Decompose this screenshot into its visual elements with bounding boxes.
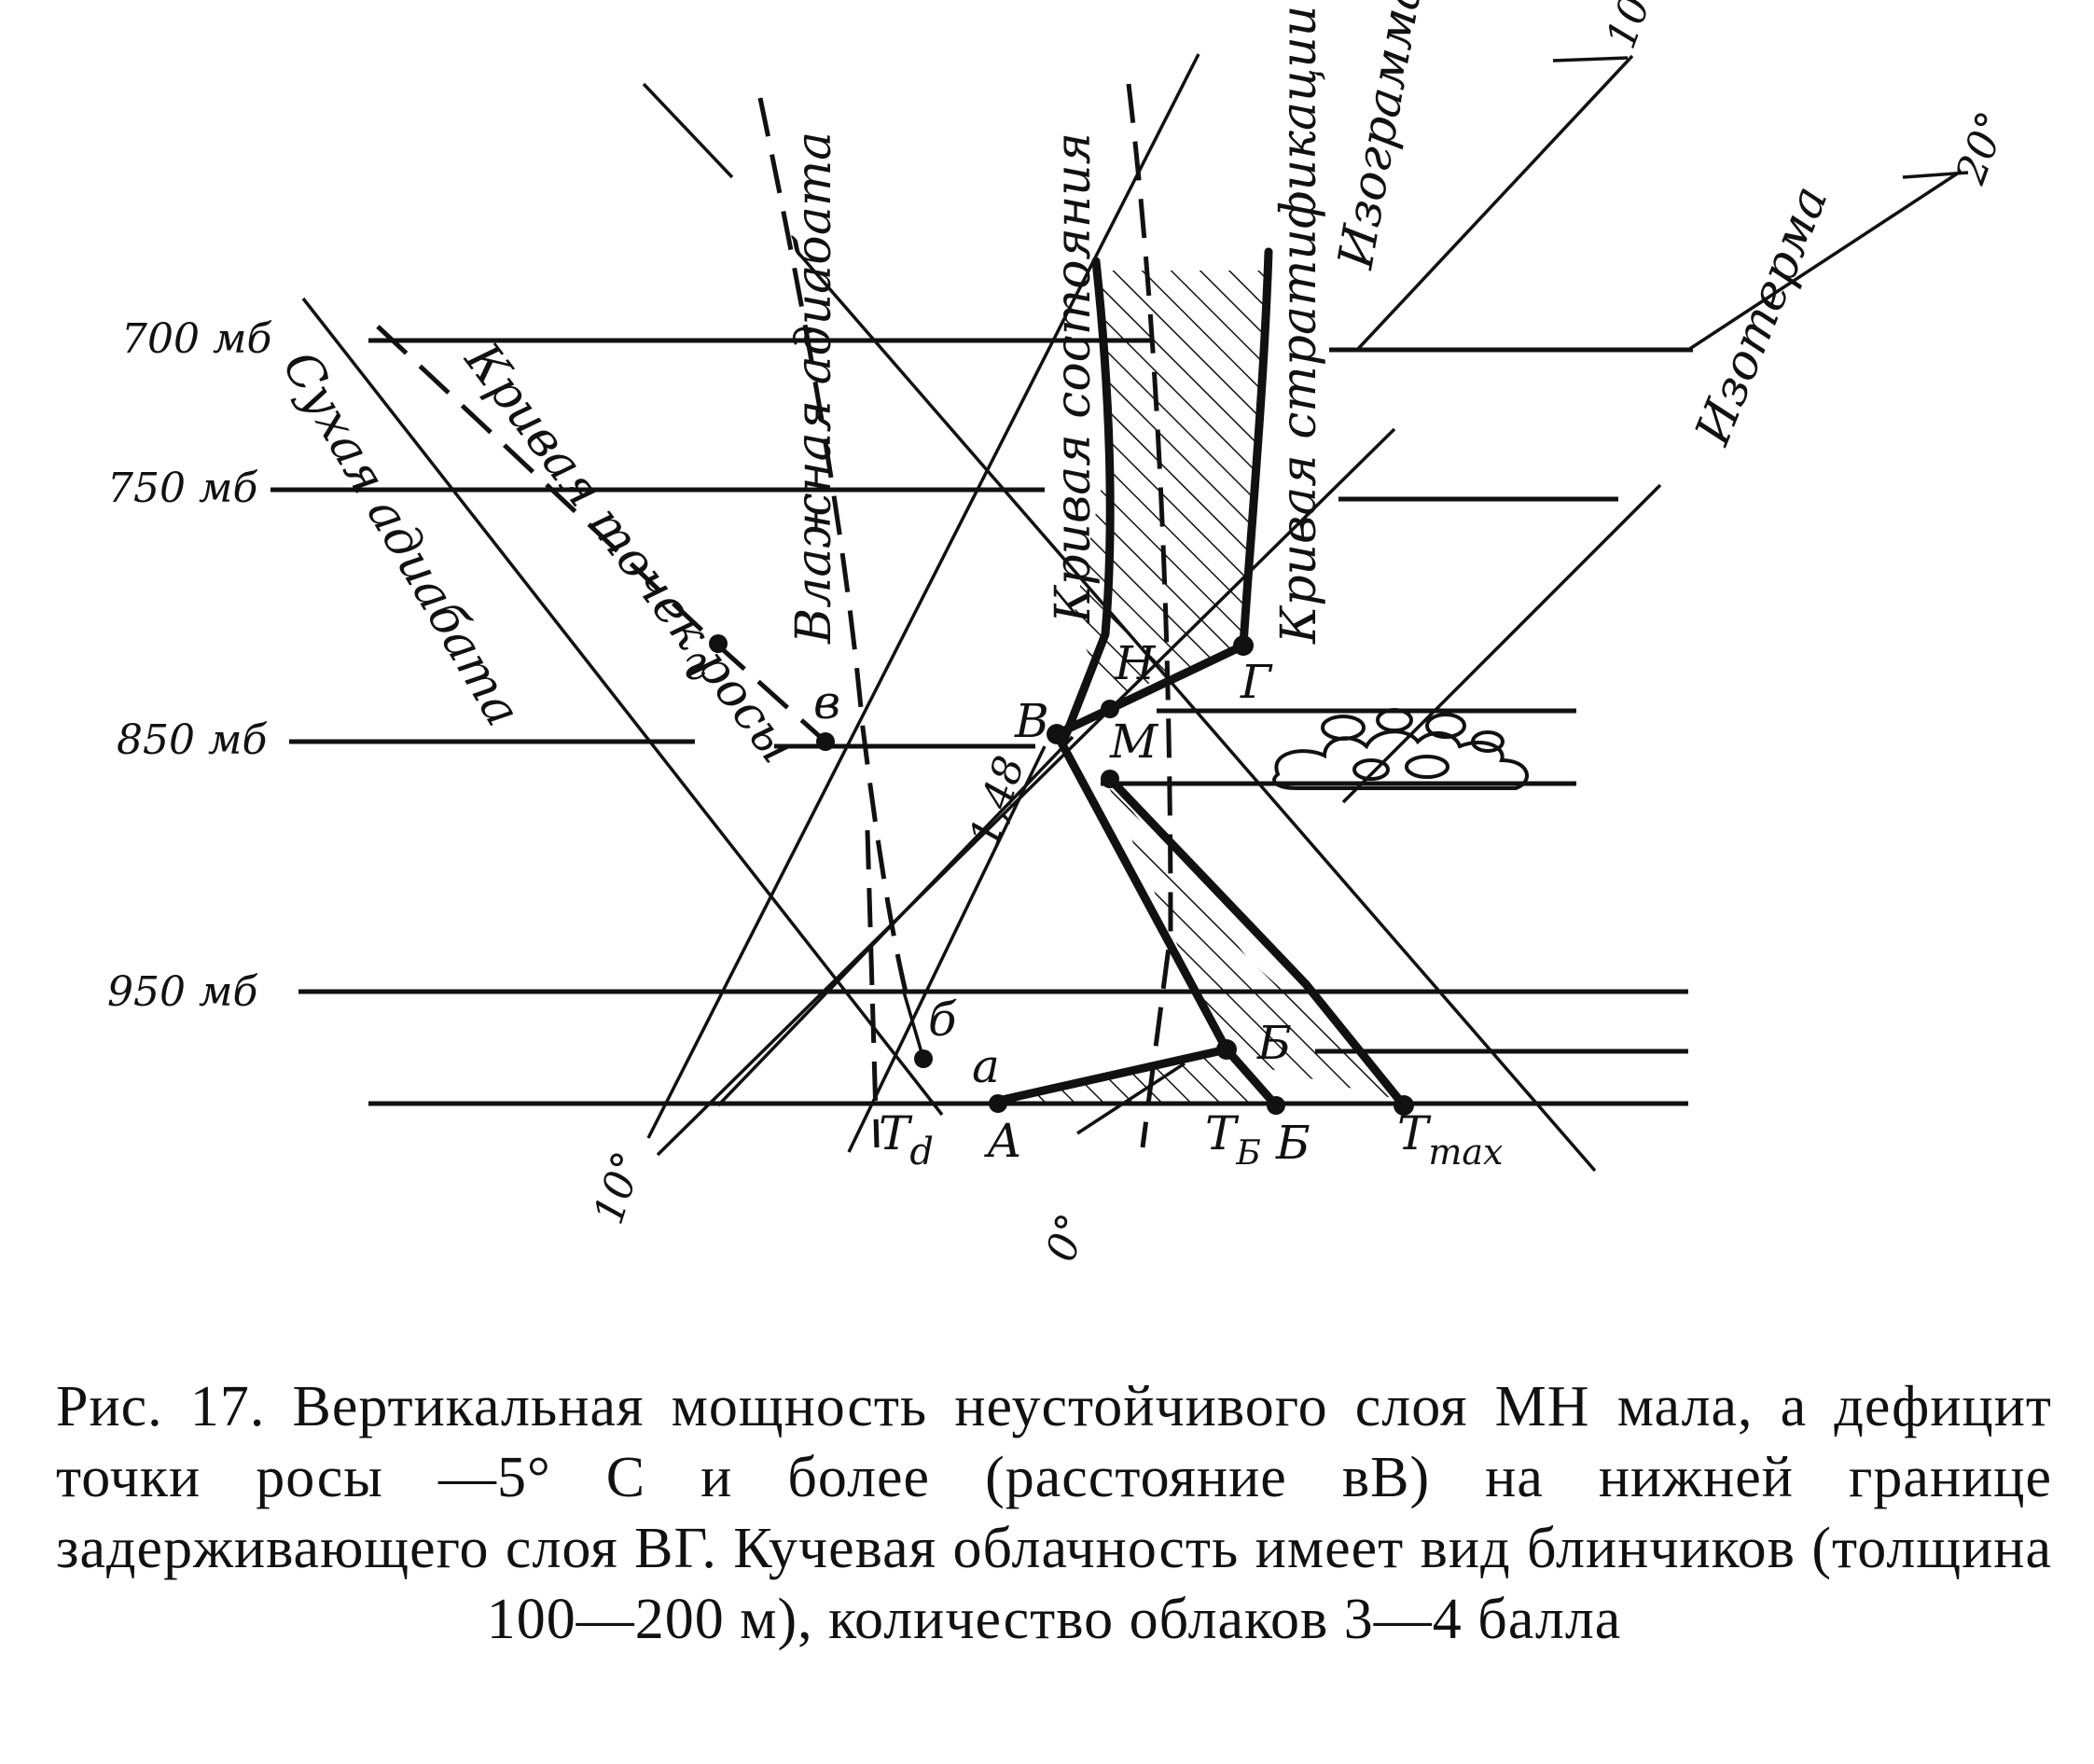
label-750: 750 мб [107, 465, 257, 512]
point-N [1101, 700, 1119, 718]
label-point-V: В [1014, 694, 1049, 748]
isotherm-line-2 [656, 427, 1396, 1157]
label-point-v-small: в [813, 675, 840, 729]
isotherm-20-line [1687, 171, 1960, 352]
label-point-A: А [984, 1114, 1022, 1168]
cumulus-cloud [1272, 708, 1529, 790]
label-tmax-sub: max [1428, 1132, 1503, 1173]
point-B-mid [1216, 1039, 1237, 1060]
label-point-B-bottom: Б [1275, 1116, 1310, 1170]
vertical-dashed-left [865, 829, 880, 1148]
surface-segment [993, 1045, 1231, 1105]
isotherm-20-upper [1902, 171, 1969, 179]
label-stratification-curve: Кривая стратификации [1271, 6, 1327, 645]
isotherm-10-line [646, 53, 1200, 1139]
label-mixing-ratio: 1,48 [961, 750, 1034, 852]
label-moist-adiabat: Влажная адиабата [786, 132, 842, 645]
state-curve [1059, 257, 1115, 746]
stratification-curve [1239, 247, 1273, 650]
label-point-B-mid: Б [1256, 1016, 1292, 1070]
isogram-line [1355, 54, 1634, 352]
lower-stratification [1105, 774, 1408, 1110]
lower-hatched-area [1103, 774, 1404, 1101]
label-tb-sub: Б [1235, 1134, 1260, 1173]
point-g-small [709, 634, 728, 653]
label-point-M: М [1109, 715, 1159, 769]
isotherm-20-lower [1341, 483, 1662, 804]
cloud-outline [1272, 729, 1529, 790]
label-tmax-main: T [1397, 1106, 1432, 1160]
label-isogram: Изограмма [1328, 0, 1435, 273]
point-tmax [1394, 1095, 1414, 1116]
figure-caption: Рис. 17. Вертикальная мощность неустойчи… [56, 1375, 2052, 1651]
point-G [1233, 635, 1254, 656]
point-v-small [816, 732, 835, 751]
isotherm-0-lower [1076, 1062, 1186, 1135]
dry-adiabat-2 [796, 250, 1597, 1173]
moist-adiabat-curve [757, 97, 912, 1008]
label-700: 700 мб [121, 315, 271, 363]
label-td: Td [879, 1106, 934, 1174]
label-td-main: T [879, 1106, 913, 1160]
label-point-N: Н [1114, 636, 1157, 690]
point-B-bottom [1267, 1096, 1285, 1115]
label-point-b-small: б [928, 993, 957, 1047]
label-tb-main: T [1205, 1106, 1240, 1160]
cloud-puff-3 [1425, 713, 1466, 739]
point-A [989, 1094, 1007, 1113]
isobar-lines [270, 338, 1693, 1106]
label-isotherm-value: 20° [1947, 105, 2017, 191]
isotherm-line-3 [716, 735, 1075, 1107]
label-point-a-small: а [972, 1039, 1000, 1093]
label-tb: TБ [1205, 1106, 1261, 1173]
label-state-curve: Кривая состояния [1046, 132, 1102, 624]
label-td-sub: d [909, 1131, 934, 1174]
dry-adiabat-upper [642, 82, 734, 179]
upper-hatched-area [1073, 271, 1269, 700]
cloud-puff-1 [1321, 715, 1366, 741]
small-b-segment [901, 988, 925, 1060]
mixing-ratio-line [847, 745, 1047, 1153]
point-V [1047, 724, 1067, 744]
label-dry-adiabat-bottom: 10° [585, 1146, 653, 1229]
isogram-upper [1552, 56, 1629, 63]
label-950: 950 мб [107, 968, 257, 1016]
cloud-puff-2 [1376, 708, 1413, 732]
vertical-dashed-right [1126, 83, 1173, 1148]
cloud-puff-6 [1405, 755, 1449, 779]
diagonal-lines [301, 53, 1969, 1173]
label-tmax: Tmax [1397, 1106, 1503, 1173]
label-isotherm: Изотерма [1685, 178, 1839, 453]
label-point-G: Г [1240, 655, 1273, 709]
point-b-small [914, 1049, 933, 1068]
label-zero-line-bottom: 0° [1037, 1208, 1097, 1267]
diagram-points [709, 634, 1414, 1116]
point-M [1101, 770, 1119, 788]
label-850: 850 мб [117, 716, 267, 764]
label-point-g-small: г [683, 636, 706, 690]
cloud-puff-4 [1471, 730, 1505, 753]
cloud-puff-5 [1352, 758, 1390, 781]
label-isogram-value: 10 [1597, 0, 1659, 55]
bottom-hatched-area [993, 1049, 1273, 1105]
